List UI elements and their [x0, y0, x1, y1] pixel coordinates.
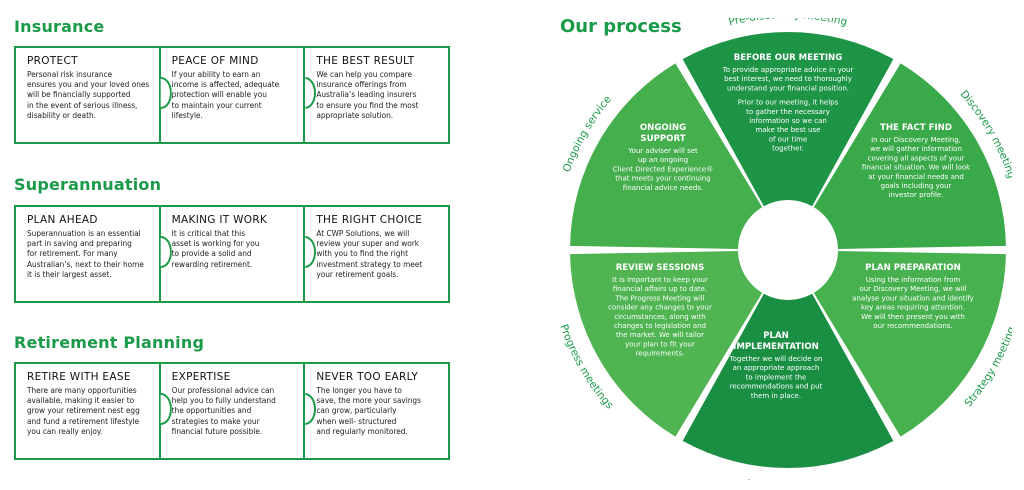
wheel-text-plan-preparation: PLAN PREPARATION Using the information fr… — [852, 263, 974, 330]
segment-body-line: information so we can — [749, 117, 827, 125]
segment-body-line: understand your financial position. — [727, 84, 849, 92]
wheel-segment-ongoing-support — [570, 63, 763, 250]
segment-body-line: together. — [772, 145, 804, 153]
card-heading: PLAN AHEAD — [27, 214, 98, 226]
segment-body-line: we will gather information — [870, 145, 962, 153]
segment-body-line: To provide appropriate advice in your — [722, 66, 854, 74]
wheel-segment-before-our-meeting — [682, 32, 894, 207]
segment-body-line: them in place. — [751, 392, 801, 400]
segment-heading: PLAN — [763, 331, 789, 341]
segment-body-line: Using the information from — [866, 276, 961, 284]
segment-heading: ONGOING — [640, 123, 686, 133]
wheel-text-before-our-meeting: BEFORE OUR MEETING To provide appropriate… — [722, 53, 854, 153]
card-heading: EXPERTISE — [171, 371, 231, 383]
segment-body-line: In our Discovery Meeting, — [871, 136, 961, 144]
segment-body-line: requirements. — [635, 350, 684, 358]
card-heading: THE RIGHT CHOICE — [316, 214, 423, 226]
segment-heading: SUPPORT — [640, 134, 685, 144]
card-heading: MAKING IT WORK — [171, 214, 268, 226]
card-the-right-choice: THE RIGHT CHOICE At CWP Solutions, we wi… — [303, 207, 448, 301]
segment-body-line: The Progress Meeting will — [614, 294, 704, 302]
wheel-segment-plan-preparation — [813, 250, 1006, 437]
wheel-segment-review-sessions — [570, 250, 763, 437]
card-retire-with-ease: RETIRE WITH EASE There are many opportun… — [16, 364, 159, 458]
section-title-insurance: Insurance — [14, 17, 105, 36]
segment-body-line: Together we will decide on — [729, 355, 823, 363]
segment-body-line: financial situation. We will look — [862, 164, 971, 172]
superannuation-grid: PLAN AHEAD Superannuation is an essentia… — [14, 205, 450, 303]
ring-label-implementation: Implementation — [746, 478, 830, 480]
segment-body-line: of our time — [769, 135, 808, 143]
segment-body-line: financial affairs up to date. — [613, 285, 707, 293]
segment-body-line: analyse your situation and identify — [852, 294, 974, 302]
retirement-grid: RETIRE WITH EASE There are many opportun… — [14, 362, 450, 460]
card-heading: RETIRE WITH EASE — [27, 371, 131, 383]
segment-body-line: Prior to our meeting, it helps — [738, 99, 839, 107]
segment-body-line: consider any changes to your — [608, 304, 712, 312]
segment-body-line: your plan to fit your — [625, 340, 695, 348]
segment-body-line: best interest, we need to thoroughly — [724, 75, 852, 83]
segment-body-line: an appropriate approach — [733, 364, 820, 372]
segment-body-line: Client Directed Experience® — [613, 165, 713, 173]
segment-body-line: make the best use — [756, 126, 821, 134]
segment-body-line: financial advice needs. — [623, 184, 703, 192]
process-wheel: BEFORE OUR MEETING To provide appropriate… — [557, 18, 1012, 480]
ring-label-path — [706, 476, 870, 480]
ring-label-pre-discovery-meeting: Pre-discovery meeting — [727, 18, 848, 28]
wheel-segment-plan-implementation — [682, 293, 894, 468]
segment-body-line: key areas requiring attention. — [861, 304, 965, 312]
segment-heading: BEFORE OUR MEETING — [734, 53, 843, 63]
segment-body-line: to gather the necessary — [746, 108, 830, 116]
segment-body-line: covering all aspects of your — [868, 154, 965, 162]
segment-body-line: investor profile. — [889, 191, 944, 199]
segment-body-line: that meets your continuing — [615, 175, 710, 183]
wheel-text-review-sessions: REVIEW SESSIONS It is important to keep y… — [608, 263, 712, 358]
card-peace-of-mind: PEACE OF MIND If your ability to earn an… — [158, 48, 304, 142]
section-title-superannuation: Superannuation — [14, 175, 162, 194]
segment-body-line: goals including your — [881, 182, 952, 190]
section-title-retirement-planning: Retirement Planning — [14, 333, 205, 352]
segment-body-line: Your adviser will set — [627, 147, 698, 155]
segment-body-line: our Discovery Meeting, we will — [859, 285, 966, 293]
segment-body-line: at your financial needs and — [868, 173, 964, 181]
segment-body-line: the market. We will tailor — [616, 331, 704, 339]
card-heading: THE BEST RESULT — [316, 55, 415, 67]
segment-body-line: circumstances, along with — [614, 313, 705, 321]
card-plan-ahead: PLAN AHEAD Superannuation is an essentia… — [16, 207, 159, 301]
card-heading: PEACE OF MIND — [171, 55, 259, 67]
segment-heading: THE FACT FIND — [880, 123, 952, 133]
segment-body-line: our recommendations. — [873, 322, 952, 330]
wheel-segment-the-fact-find — [813, 63, 1006, 250]
card-heading: NEVER TOO EARLY — [316, 371, 419, 383]
segment-heading: IMPLEMENTATION — [733, 342, 819, 352]
card-heading: PROTECT — [27, 55, 78, 67]
segment-body-line: We will then present you with — [861, 313, 965, 321]
process-title: Our process — [560, 16, 682, 37]
segment-heading: REVIEW SESSIONS — [616, 263, 705, 273]
segment-body-line: to implement the — [746, 373, 807, 381]
segment-body-line: It is important to keep your — [612, 276, 708, 284]
segment-body-line: changes to legislation and — [614, 322, 706, 330]
segment-body-line: up an ongoing — [638, 156, 688, 164]
segment-body-line: recommendations and put — [730, 383, 823, 391]
segment-heading: PLAN PREPARATION — [865, 263, 961, 273]
wheel-text-the-fact-find: THE FACT FIND In our Discovery Meeting,we… — [862, 123, 971, 199]
